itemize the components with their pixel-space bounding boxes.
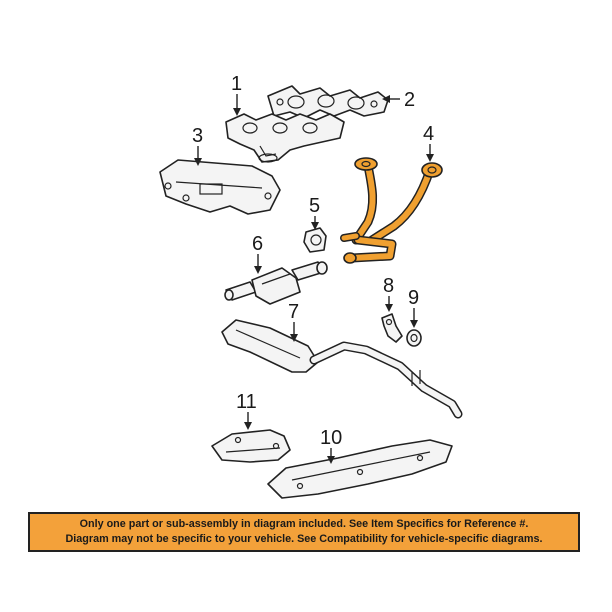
part-6-catalytic-converter (224, 261, 328, 305)
callout-label-11: 11 (236, 391, 257, 413)
part-5-clamp (303, 227, 327, 253)
callout-label-10: 10 (320, 427, 342, 449)
callout-label-1: 1 (231, 73, 242, 95)
callout-8: 8 (383, 275, 394, 312)
part-7-muffler-tailpipe (221, 319, 463, 419)
callout-label-6: 6 (252, 233, 263, 255)
callout-3: 3 (192, 125, 203, 166)
callout-6: 6 (252, 233, 263, 274)
callout-label-9: 9 (408, 287, 419, 309)
callout-label-5: 5 (309, 195, 320, 217)
callout-4: 4 (423, 123, 434, 162)
callout-label-8: 8 (383, 275, 394, 297)
callout-label-3: 3 (192, 125, 203, 147)
disclaimer-banner: Only one part or sub-assembly in diagram… (28, 512, 580, 552)
callout-label-4: 4 (423, 123, 434, 145)
callout-5: 5 (309, 195, 320, 230)
disclaimer-line-2: Diagram may not be specific to your vehi… (65, 533, 543, 545)
callout-10: 10 (320, 427, 342, 464)
callout-label-7: 7 (288, 301, 299, 323)
callout-2: 2 (382, 89, 415, 111)
part-3-heat-shield (159, 159, 281, 215)
part-8-hanger (381, 313, 403, 343)
part-11-heat-shield (211, 429, 291, 463)
part-9-isolator (406, 329, 422, 347)
callout-label-2: 2 (404, 89, 415, 111)
part-1-exhaust-manifold (225, 113, 345, 163)
callout-9: 9 (408, 287, 419, 328)
callout-7: 7 (288, 301, 299, 342)
part-4-front-pipe (340, 157, 443, 264)
callout-1: 1 (231, 73, 242, 116)
part-2-manifold-gasket (267, 85, 389, 119)
callout-11: 11 (236, 391, 257, 430)
part-10-heat-shield (267, 439, 453, 499)
disclaimer-line-1: Only one part or sub-assembly in diagram… (79, 518, 529, 530)
